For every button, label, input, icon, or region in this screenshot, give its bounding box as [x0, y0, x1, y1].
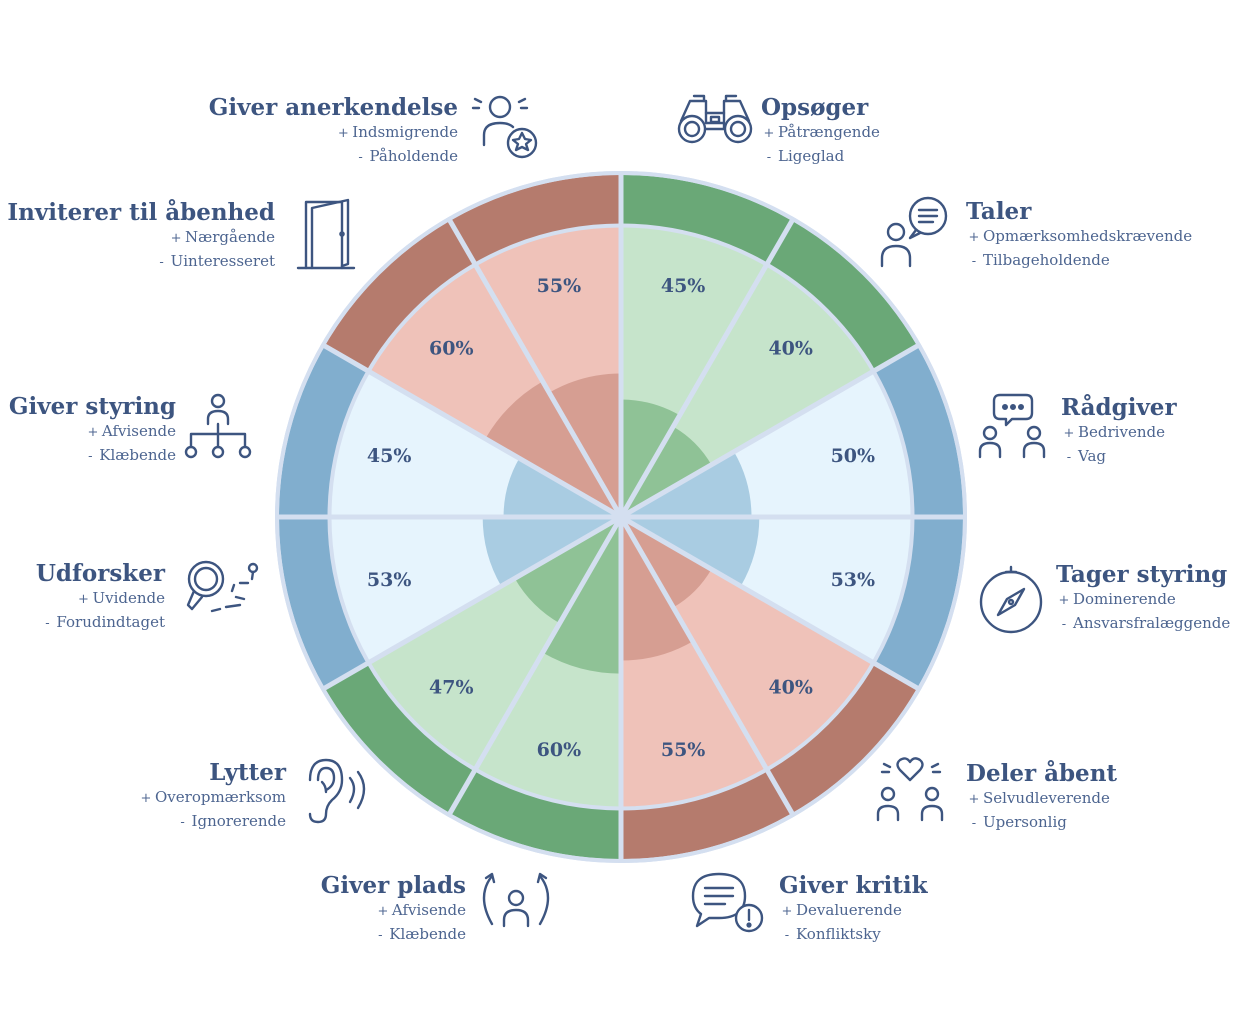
speaking-person-icon — [880, 196, 952, 272]
segment-minus: -Upersonlig — [971, 813, 1067, 831]
percent-label: 53% — [831, 569, 876, 591]
value-sector — [514, 517, 621, 624]
label-inviterer-til-abenhed: Inviterer til åbenhed +Nærgående -Uinter… — [7, 200, 275, 274]
segment-title: Giver kritik — [779, 872, 928, 899]
segment-title: Giver anerkendelse — [208, 94, 458, 121]
segment-title: Giver styring — [8, 393, 176, 420]
percent-label: 47% — [429, 677, 474, 699]
warning-speech-icon — [691, 872, 767, 940]
label-udforsker: Udforsker +Uvidende -Forudindtaget — [36, 561, 165, 635]
advisor-conversation-icon — [978, 393, 1048, 463]
outer-border — [275, 171, 967, 863]
person-space-icon — [478, 870, 554, 936]
outer-ring-segment — [621, 769, 792, 859]
value-sector — [621, 426, 712, 517]
radial-divider — [445, 216, 624, 519]
value-sector — [485, 381, 621, 517]
segment-plus: +Nærgående — [170, 228, 275, 246]
ear-icon — [298, 756, 368, 828]
outer-ring-segment — [767, 663, 918, 814]
segment-title: Tager styring — [1056, 561, 1228, 588]
segment-title: Opsøger — [761, 94, 869, 121]
outer-ring-segment — [450, 175, 621, 265]
percent-label: 53% — [367, 569, 412, 591]
outer-ring-segment — [873, 346, 963, 517]
outer-ring-segment — [279, 517, 369, 688]
outer-ring-segment — [324, 663, 475, 814]
value-sector — [542, 517, 621, 674]
segment-title: Taler — [966, 198, 1032, 225]
radial-divider — [618, 216, 797, 519]
percent-label: 45% — [367, 445, 412, 467]
segment-plus: +Dominerende — [1058, 590, 1176, 608]
radial-divider — [445, 515, 624, 818]
segment-minus: -Uinteresseret — [159, 252, 275, 270]
magnifier-path-icon — [182, 559, 262, 621]
segment-plus: +Selvudleverende — [968, 789, 1110, 807]
label-deler-abent: Deler åbent +Selvudleverende -Upersonlig — [966, 761, 1117, 835]
outer-ring-segment — [767, 220, 918, 371]
radial-divider — [320, 341, 623, 520]
value-sector — [621, 517, 712, 608]
label-lytter: Lytter +Overopmærksom -Ignorerende — [138, 760, 286, 834]
segment-plus: +Overopmærksom — [140, 788, 286, 806]
segment-plus: +Bedrivende — [1063, 423, 1165, 441]
percent-label: 55% — [537, 275, 582, 297]
segment-plus: +Opmærksomhedskrævende — [968, 227, 1193, 245]
segment-title: Deler åbent — [966, 760, 1118, 787]
segment-minus: -Ignorerende — [180, 812, 286, 830]
percent-label: 50% — [831, 445, 876, 467]
percent-label: 40% — [768, 677, 813, 699]
segment-title: Giver plads — [320, 872, 466, 899]
label-taler: Taler +Opmærksomhedskrævende -Tilbagehol… — [966, 199, 1192, 273]
label-giver-anerkendelse: Giver anerkendelse +Indsmigrende -Påhold… — [209, 95, 458, 169]
label-giver-kritik: Giver kritik +Devaluerende -Konfliktsky — [779, 873, 928, 947]
segment-minus: -Tilbageholdende — [971, 251, 1110, 269]
compass-icon — [978, 565, 1046, 641]
segment-minus: -Vag — [1066, 447, 1107, 465]
segment-title: Udforsker — [35, 560, 165, 587]
outer-ring-segment — [621, 175, 792, 265]
radial-divider — [618, 515, 797, 818]
radial-divider — [320, 514, 623, 693]
segment-plus: +Devaluerende — [781, 901, 902, 919]
segment-plus: +Afvisende — [87, 422, 176, 440]
radial-divider — [619, 514, 922, 693]
hierarchy-icon — [183, 392, 253, 464]
label-opsoger: Opsøger +Påtrængende -Ligeglad — [761, 95, 880, 169]
radial-divider — [619, 341, 922, 520]
segment-plus: +Indsmigrende — [337, 123, 458, 141]
segment-title: Inviterer til åbenhed — [7, 199, 275, 226]
percent-label: 40% — [768, 337, 813, 359]
percent-label: 60% — [429, 337, 474, 359]
segment-minus: -Ansvarsfralæggende — [1061, 614, 1231, 632]
segment-minus: -Påholdende — [358, 147, 458, 165]
label-radgiver: Rådgiver +Bedrivende -Vag — [1061, 395, 1177, 469]
segment-minus: -Ligeglad — [766, 147, 845, 165]
outer-ring-segment — [450, 769, 621, 859]
label-giver-styring: Giver styring +Afvisende -Klæbende — [9, 394, 176, 468]
label-giver-plads: Giver plads +Afvisende -Klæbende — [321, 873, 466, 947]
segment-plus: +Afvisende — [377, 901, 466, 919]
sharing-heart-icon — [876, 756, 946, 828]
label-tager-styring: Tager styring +Dominerende -Ansvarsfralæ… — [1056, 562, 1230, 636]
binoculars-icon — [676, 93, 754, 149]
segment-minus: -Klæbende — [88, 446, 176, 464]
percent-label: 60% — [537, 739, 582, 761]
segment-title: Lytter — [209, 759, 286, 786]
outer-ring-segment — [873, 517, 963, 688]
segment-plus: +Uvidende — [78, 589, 165, 607]
segment-minus: -Klæbende — [378, 925, 466, 943]
outer-ring-segment — [324, 220, 475, 371]
segment-minus: -Forudindtaget — [45, 613, 165, 631]
open-door-icon — [296, 198, 356, 274]
segment-minus: -Konfliktsky — [784, 925, 881, 943]
person-star-icon — [469, 93, 541, 163]
outer-ring-segment — [279, 346, 369, 517]
percent-label: 45% — [661, 275, 706, 297]
percent-label: 55% — [661, 739, 706, 761]
segment-plus: +Påtrængende — [763, 123, 880, 141]
segment-title: Rådgiver — [1061, 394, 1177, 421]
